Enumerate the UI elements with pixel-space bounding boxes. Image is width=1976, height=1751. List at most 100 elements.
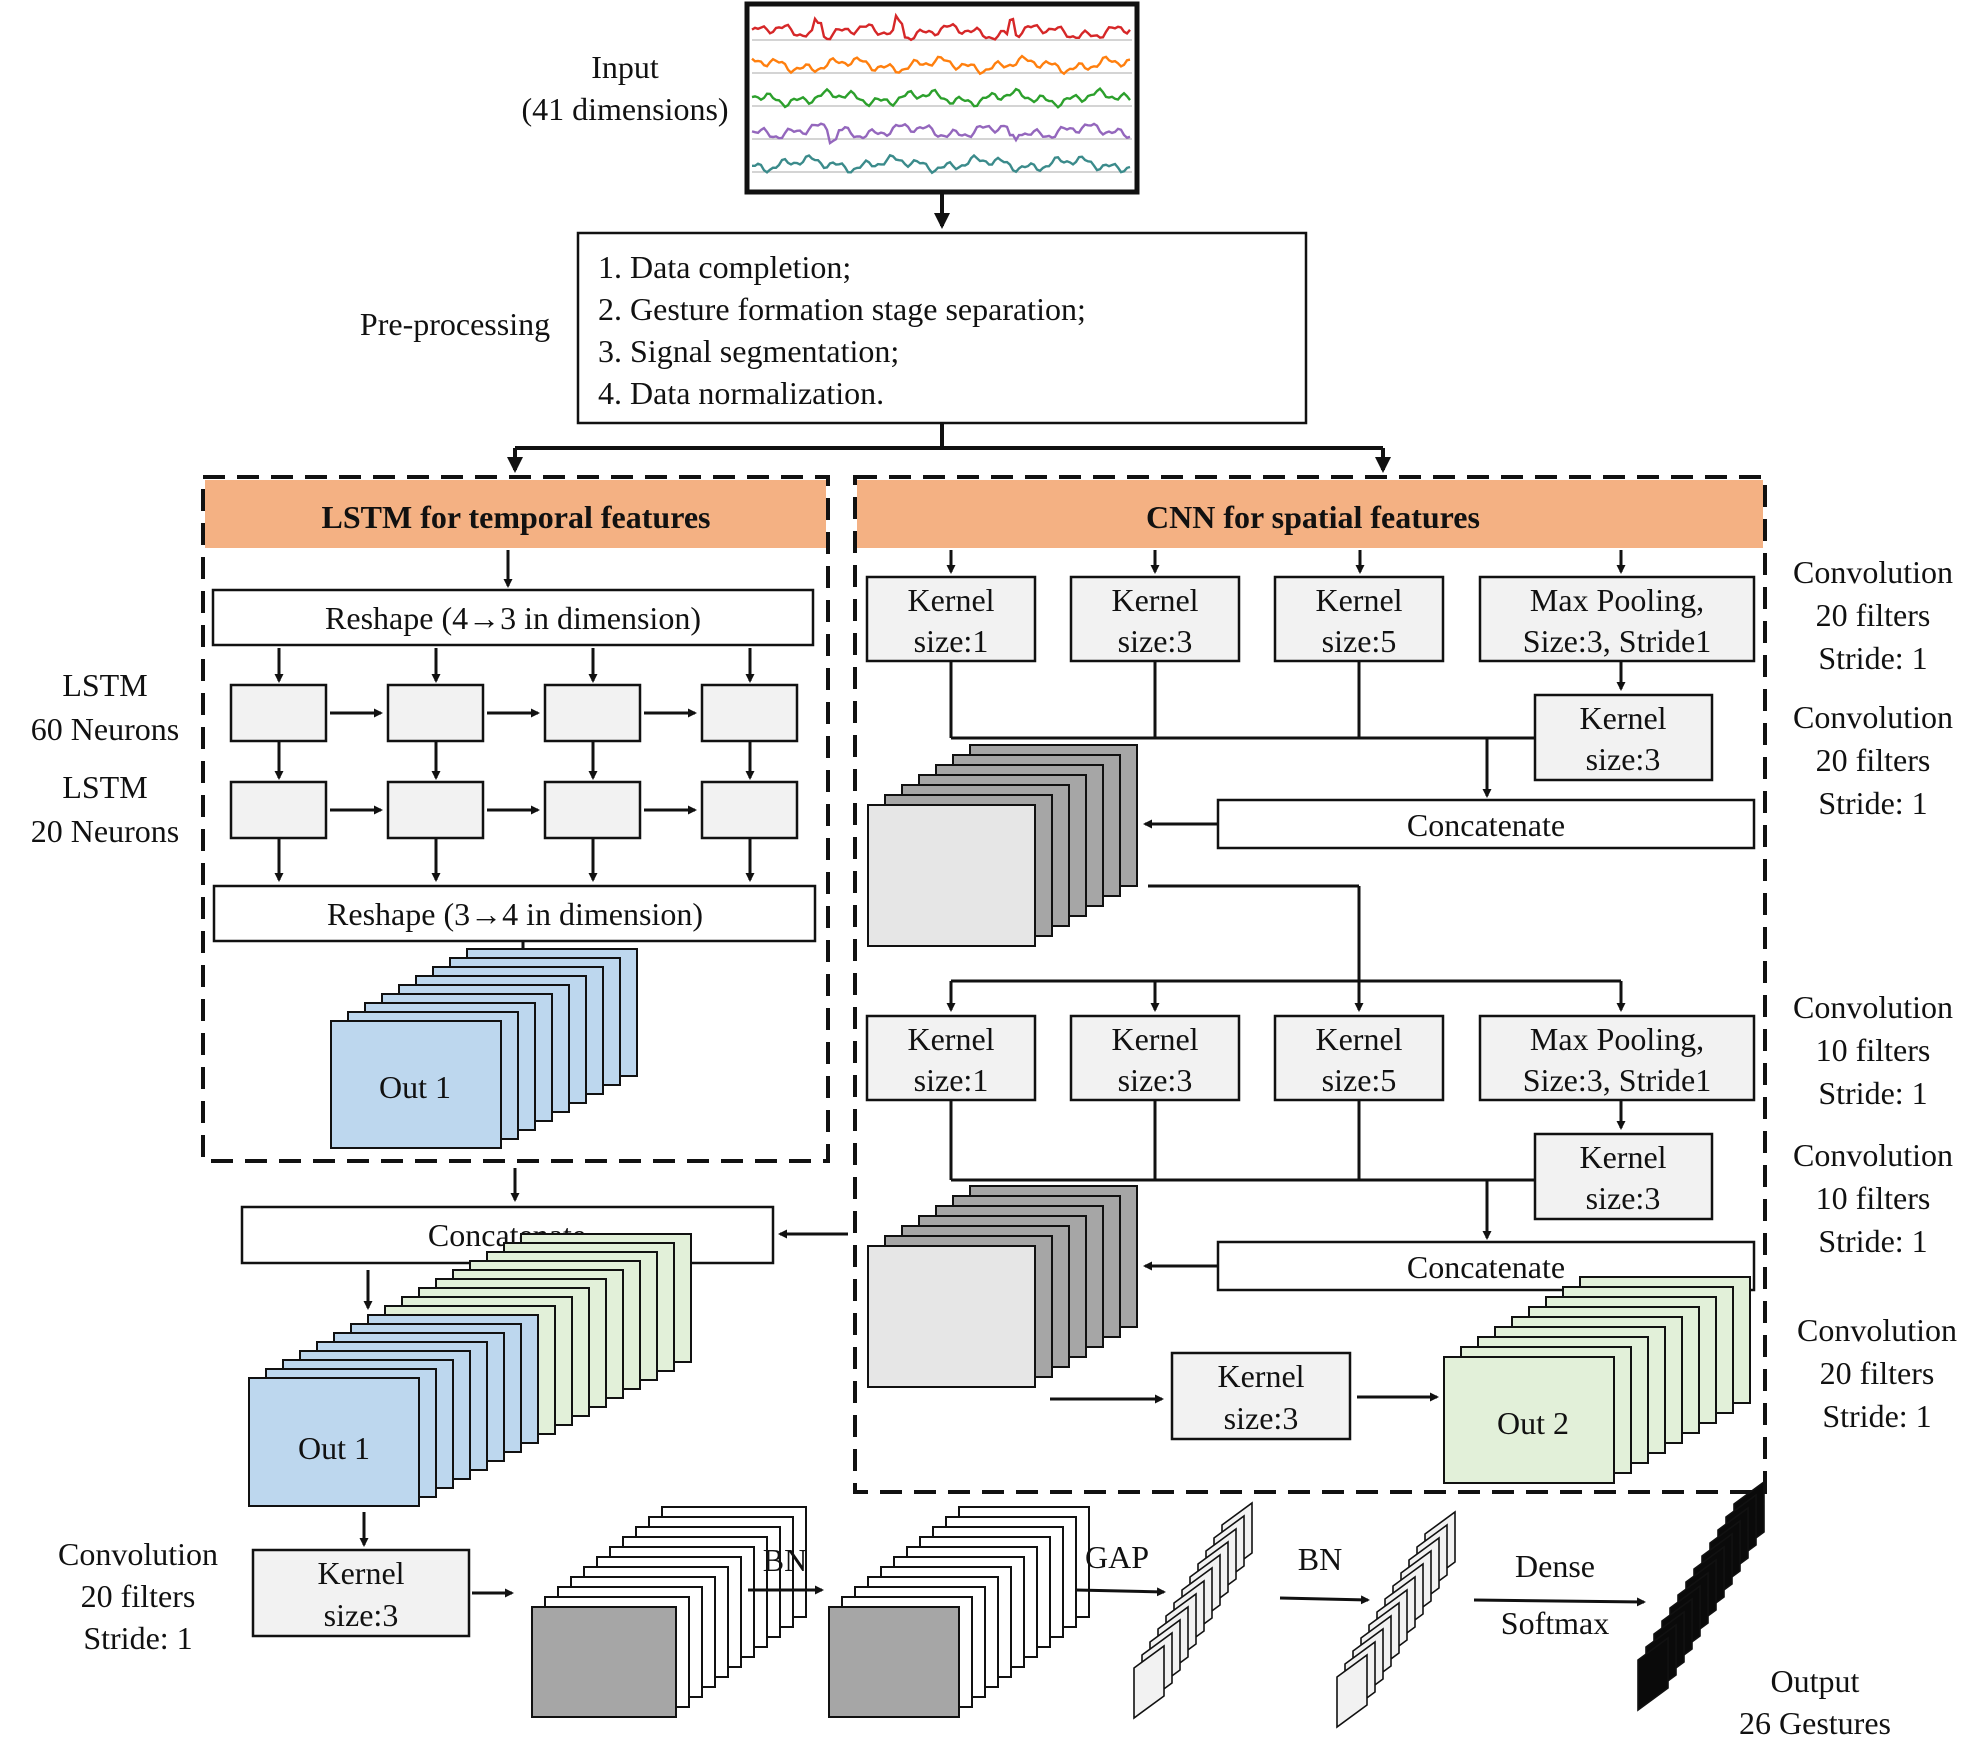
preprocessing-step-4: 4. Data normalization. [598, 375, 884, 411]
cnn-branch-title: CNN for spatial features [1146, 499, 1480, 535]
cnn-final-kernel-size: size:3 [1224, 1400, 1299, 1436]
side-note-1-line3: Stride: 1 [1818, 640, 1927, 676]
side-note-3-line1: Convolution [1793, 989, 1953, 1025]
side-note-1-line2: 20 filters [1816, 597, 1931, 633]
output-gesture-vectors [1637, 1480, 1765, 1712]
lstm-cell [386, 683, 485, 743]
bn2-label: BN [1298, 1541, 1342, 1577]
cnn-branch-header [857, 480, 1763, 548]
preprocessing-label: Pre-processing [360, 306, 550, 342]
preprocessing-step-1: 1. Data completion; [598, 249, 851, 285]
lstm-out1-label: Out 1 [379, 1069, 451, 1105]
feature-map-front [867, 804, 1036, 947]
cnn-block1-kernel3-size: size:3 [1118, 623, 1193, 659]
lstm-layer2-label: LSTM [62, 769, 147, 805]
gap-label: GAP [1085, 1539, 1149, 1575]
cnn-block2-kernel1-size: size:1 [914, 1062, 989, 1098]
lstm-cell [229, 780, 328, 840]
side-note-3: Convolution 10 filters Stride: 1 [1793, 989, 1953, 1111]
dense-label: Dense [1515, 1548, 1595, 1584]
feature-map-front [531, 1606, 677, 1718]
lstm-cell [700, 780, 799, 840]
signal-trace [751, 87, 1131, 109]
lstm-cell-grid [229, 648, 799, 882]
cnn-block2-pool-kernel-label: Kernel [1579, 1139, 1666, 1175]
output-label: Output [1771, 1663, 1860, 1699]
cnn-block1-merge-lines [949, 661, 1535, 798]
input-block: Input (41 dimensions) [521, 1, 1140, 195]
cnn-block2-maxpool-label: Max Pooling, [1530, 1021, 1704, 1057]
cnn-block2-feature-maps [867, 1185, 1138, 1388]
side-note-4: Convolution 10 filters Stride: 1 [1793, 1137, 1953, 1259]
fusion-merged-feature-maps [248, 1233, 692, 1507]
input-signals [751, 12, 1132, 175]
lstm-out1-feature-maps [330, 948, 638, 1149]
lstm-cell [700, 683, 799, 743]
lstm-branch-frame [201, 475, 830, 1163]
cnn-block1-kernel5-size: size:5 [1322, 623, 1397, 659]
lstm-cell [229, 683, 328, 743]
vector-slice [1133, 1644, 1165, 1720]
lstm-layer2-neurons: 20 Neurons [31, 813, 179, 849]
cnn-block2-kernel3-label: Kernel [1111, 1021, 1198, 1057]
cnn-block2-merge-lines [949, 1100, 1535, 1240]
vector-slice [1336, 1653, 1368, 1729]
cnn-block2-kernel1-label: Kernel [907, 1021, 994, 1057]
side-note-2: Convolution 20 filters Stride: 1 [1793, 699, 1953, 821]
bn2-output-vectors [1336, 1510, 1456, 1729]
fusion-kernel-size: size:3 [324, 1597, 399, 1633]
input-dimensions-label: (41 dimensions) [521, 91, 728, 127]
signal-trace [751, 122, 1131, 145]
lstm-cell [543, 780, 642, 840]
side-note-3-line2: 10 filters [1816, 1032, 1931, 1068]
side-note-3-line3: Stride: 1 [1818, 1075, 1927, 1111]
lstm-branch-header [205, 480, 826, 548]
cnn-block1-maxpool-params: Size:3, Stride1 [1523, 623, 1711, 659]
cnn-block1-kernel1-label: Kernel [907, 582, 994, 618]
bn-output-feature-maps [828, 1506, 1090, 1718]
side-note-2-line3: Stride: 1 [1818, 785, 1927, 821]
gap-arrow [1075, 1587, 1166, 1597]
vector-slice [1637, 1636, 1669, 1712]
cnn-block2-maxpool-box [1478, 1014, 1756, 1102]
fusion-kernel-box [251, 1548, 471, 1638]
signal-trace [752, 153, 1131, 175]
bn2-arrow [1279, 1595, 1370, 1605]
side-note-4-line3: Stride: 1 [1818, 1223, 1927, 1259]
cnn-block1-kernel1-size: size:1 [914, 623, 989, 659]
cnn-block1-concat-label: Concatenate [1407, 807, 1565, 843]
feature-map-front [828, 1606, 960, 1718]
cnn-block1-maxpool-label: Max Pooling, [1530, 582, 1704, 618]
cnn-block1-kernel3-box [1069, 575, 1241, 663]
feature-map-front [1443, 1356, 1615, 1484]
feature-map-front [330, 1020, 502, 1149]
side-note-2-line2: 20 filters [1816, 742, 1931, 778]
cnn-block2-kernel5-box [1273, 1014, 1445, 1102]
lstm-reshape-in-label: Reshape (4→3 in dimension) [325, 600, 701, 636]
dense-arrow [1473, 1597, 1646, 1607]
side-note-1: Convolution 20 filters Stride: 1 [1793, 554, 1953, 676]
lstm-reshape-in-box [211, 588, 815, 647]
cnn-block1-kernel1-box [865, 575, 1037, 663]
input-label: Input [591, 49, 659, 85]
preprocessing-box [576, 231, 1308, 425]
feature-map-front [248, 1377, 420, 1507]
side-note-2-line1: Convolution [1793, 699, 1953, 735]
cnn-branch-frame [853, 475, 1767, 1494]
output-gestures-label: 26 Gestures [1739, 1705, 1891, 1741]
fusion-conv-filters: 20 filters [81, 1578, 196, 1614]
cnn-block1-kernel5-box [1273, 575, 1445, 663]
branch-split-connector [507, 423, 1391, 473]
cnn-block2-kernel1-box [865, 1014, 1037, 1102]
cnn-block2-pool-kernel-size: size:3 [1586, 1180, 1661, 1216]
side-note-1-line1: Convolution [1793, 554, 1953, 590]
signal-trace [751, 54, 1131, 76]
cnn-block2-concat-label: Concatenate [1407, 1249, 1565, 1285]
side-note-5-line1: Convolution [1797, 1312, 1957, 1348]
cnn-out2-feature-maps [1443, 1276, 1751, 1484]
conv-output-feature-maps [531, 1506, 807, 1718]
cnn-block1-pool-kernel-box [1533, 693, 1714, 782]
cnn-out2-label: Out 2 [1497, 1405, 1569, 1441]
lstm-cell [543, 683, 642, 743]
